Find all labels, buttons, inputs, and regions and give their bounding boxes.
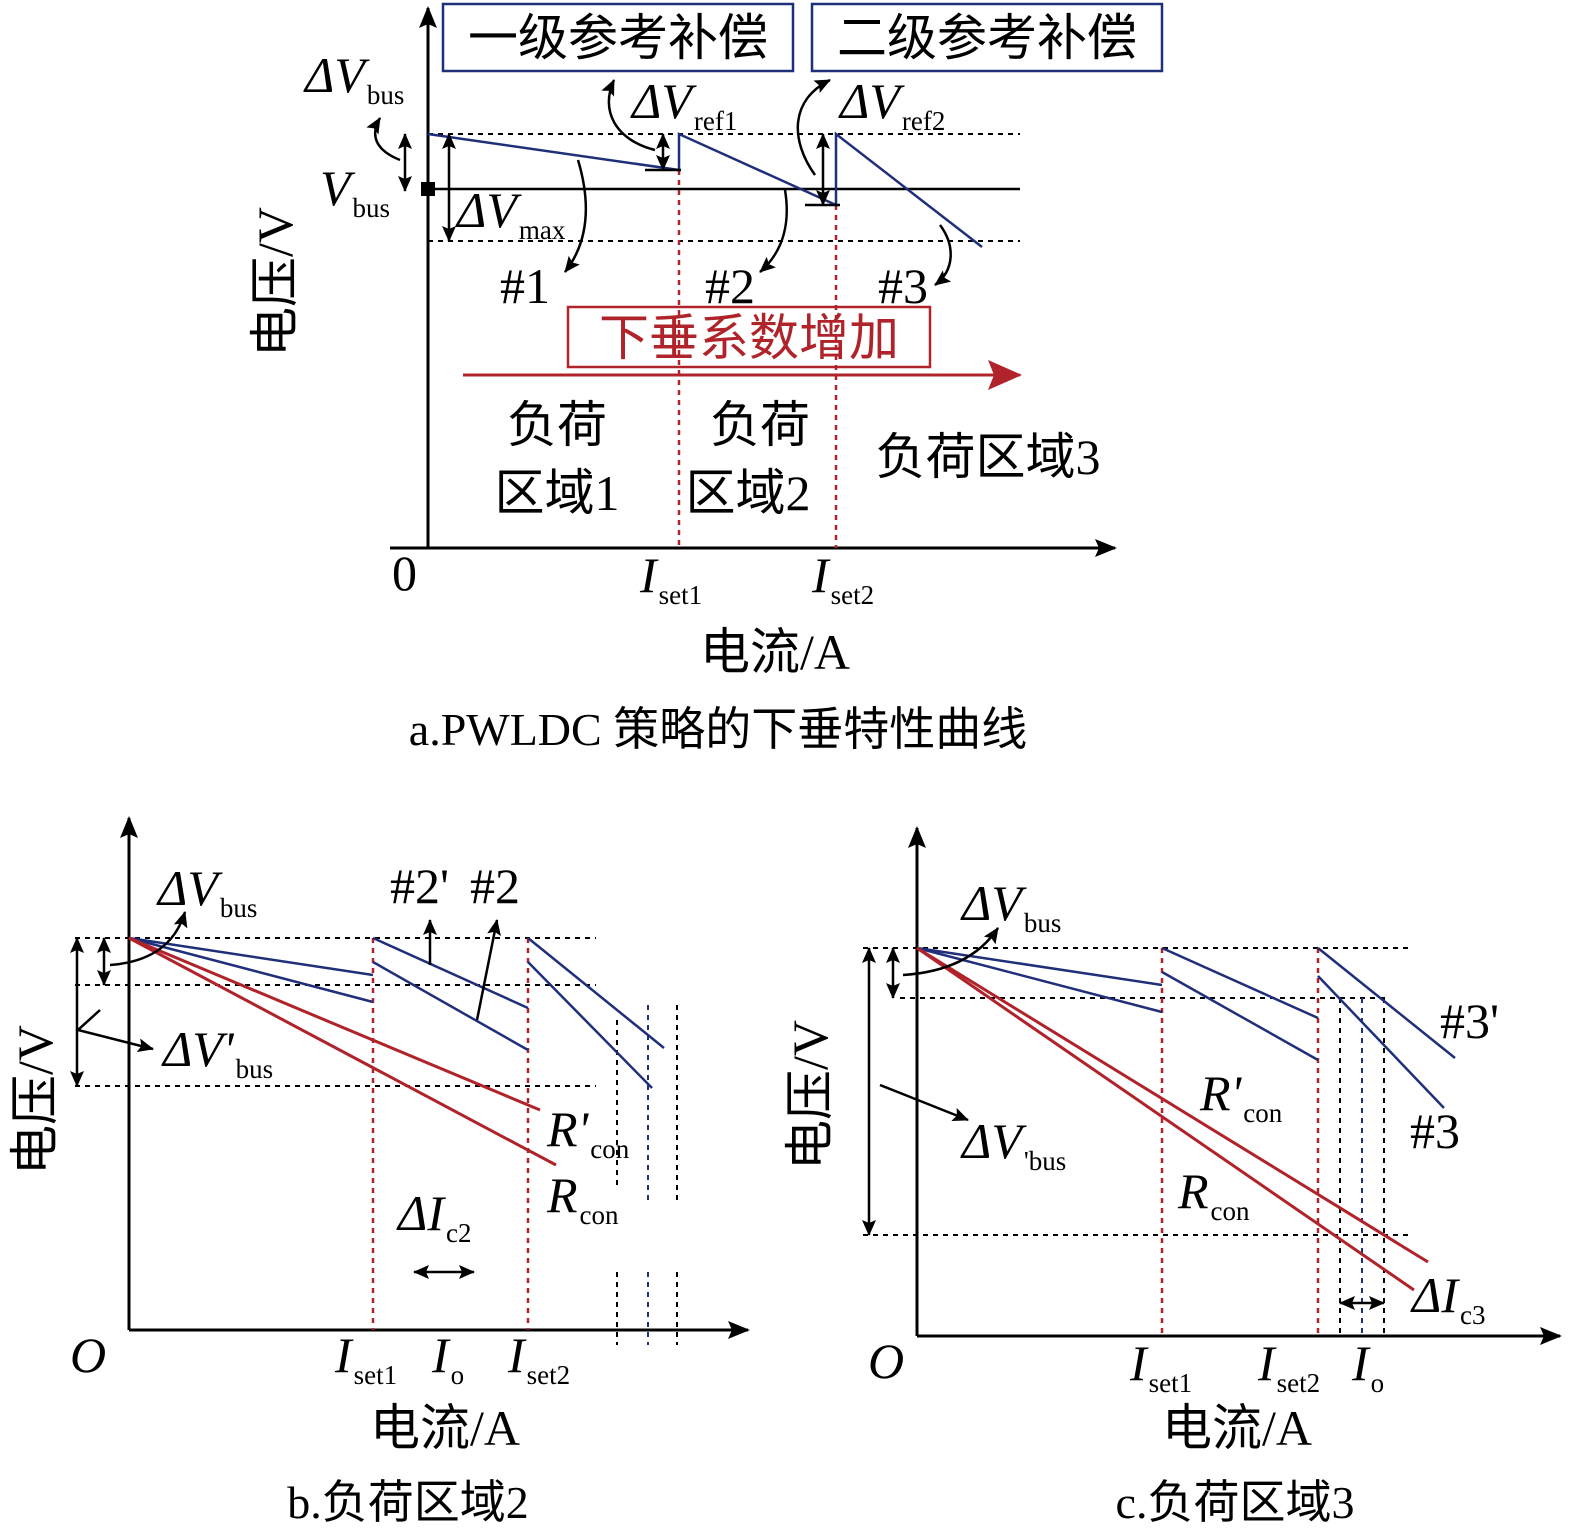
a-dvbus-pointer xyxy=(366,117,401,162)
b-red-rconp xyxy=(128,936,541,1112)
b-blue-seg3a xyxy=(527,937,665,1049)
b-y-label: 电压/V xyxy=(7,1025,63,1175)
c-c3p-label: #3' xyxy=(1440,993,1499,1049)
a-dvref2-pointer xyxy=(796,78,831,176)
b-dvbusp-pointer xyxy=(75,1009,154,1053)
b-dvbus-label: ΔVbus xyxy=(156,860,257,923)
b-blue-seg1a xyxy=(128,936,374,977)
b-dic-label: ΔIc2 xyxy=(396,1185,471,1248)
a-region1-l1: 负荷 xyxy=(507,397,607,453)
a-iset2-label: Iset2 xyxy=(811,547,874,610)
a-vbus-label: Vbus xyxy=(320,160,390,223)
c-red-rconp xyxy=(916,946,1429,1264)
panel-c: ΔVbus ΔV'bus #3' #3 R'con Rcon ΔIc3 O Is… xyxy=(782,826,1562,1528)
a-curve2-label: #2 xyxy=(705,258,755,314)
a-droop-curve xyxy=(427,131,983,248)
c-blue-seg1a xyxy=(916,946,1163,987)
c-iset2-label: Iset2 xyxy=(1257,1335,1320,1398)
c-origin: O xyxy=(868,1333,904,1389)
b-c2-pointer xyxy=(475,919,501,1021)
a-redbox-text: 下垂系数增加 xyxy=(599,310,899,366)
c-y-label: 电压/V xyxy=(782,1020,838,1170)
a-dvmax-label: ΔVmax xyxy=(455,182,566,245)
c-rconp-label: R'con xyxy=(1199,1065,1283,1128)
a-dvbus-label: ΔVbus xyxy=(303,47,404,110)
c-dvbusp-label: ΔV'bus xyxy=(960,1113,1066,1176)
a-box1-text: 一级参考补偿 xyxy=(468,10,768,66)
b-c2p-label: #2' xyxy=(390,858,449,914)
a-origin: 0 xyxy=(392,545,417,601)
a-dvref1-label: ΔVref1 xyxy=(630,73,737,136)
c-iset1-label: Iset1 xyxy=(1129,1335,1192,1398)
a-region1-l2: 区域1 xyxy=(495,465,620,521)
c-x-label: 电流/A xyxy=(1162,1400,1312,1456)
c-dic-label: ΔIc3 xyxy=(1410,1267,1485,1330)
a-region2-l1: 负荷 xyxy=(710,397,810,453)
b-rconp-label: R'con xyxy=(546,1101,630,1164)
b-red-rcon xyxy=(128,936,557,1167)
a-region3-label: 负荷区域3 xyxy=(876,429,1101,485)
a-box1-frame xyxy=(441,2,795,73)
c-blue-seg2a xyxy=(1161,946,1319,1020)
c-c3-label: #3 xyxy=(1410,1103,1460,1159)
a-x-label: 电流/A xyxy=(700,624,850,680)
panel-b: ΔVbus ΔV'bus #2' #2 R'con Rcon ΔIc2 O Is… xyxy=(7,816,750,1528)
a-iset1-label: Iset1 xyxy=(639,547,702,610)
a-curve1-pointer xyxy=(564,159,588,273)
c-rcon-label: Rcon xyxy=(1177,1163,1250,1226)
c-dvbus-pointer xyxy=(902,927,1000,977)
b-blue-seg3b xyxy=(527,961,653,1089)
b-io-label: Io xyxy=(431,1327,464,1390)
a-box2-text: 二级参考补偿 xyxy=(837,10,1137,66)
b-c2-label: #2 xyxy=(470,858,520,914)
b-origin: O xyxy=(70,1327,106,1383)
c-io-label: Io xyxy=(1351,1335,1384,1398)
panel-a: 一级参考补偿 二级参考补偿 下垂系数增加 ΔVbus Vbus ΔVref1 Δ… xyxy=(247,2,1164,755)
b-iset2-label: Iset2 xyxy=(507,1327,570,1390)
a-curve3-label: #3 xyxy=(878,258,928,314)
a-region2-l2: 区域2 xyxy=(686,465,811,521)
b-blue-seg2a xyxy=(372,936,529,1010)
c-blue-seg3a xyxy=(1317,947,1456,1059)
a-dvref1-pointer xyxy=(601,79,656,152)
a-box2-frame xyxy=(810,2,1164,73)
a-redbox-frame xyxy=(566,305,932,369)
c-caption: c.负荷区域3 xyxy=(1116,1477,1355,1528)
c-dvbusp-pointer xyxy=(879,1083,969,1122)
c-blue-seg3b xyxy=(1317,975,1445,1109)
a-curve3-pointer xyxy=(934,224,952,286)
b-rcon-label: Rcon xyxy=(546,1167,619,1230)
b-dvbus-pointer xyxy=(109,911,188,967)
c-dvbus-label: ΔVbus xyxy=(960,875,1061,938)
a-dvref2-label: ΔVref2 xyxy=(838,73,945,136)
c-red-rcon xyxy=(916,946,1415,1292)
a-curve2-pointer xyxy=(759,189,788,273)
b-x-label: 电流/A xyxy=(370,1400,520,1456)
b-blue-seg2b xyxy=(372,960,529,1052)
b-dvbusp-label: ΔV'bus xyxy=(161,1021,273,1084)
b-blue-seg1b xyxy=(128,936,374,1004)
b-caption: b.负荷区域2 xyxy=(287,1477,529,1528)
a-caption: a.PWLDC 策略的下垂特性曲线 xyxy=(409,704,1027,755)
a-y-label: 电压/V xyxy=(247,207,303,357)
c-blue-seg1b xyxy=(916,946,1163,1014)
b-iset1-label: Iset1 xyxy=(334,1327,397,1390)
a-vbus-marker xyxy=(421,182,435,196)
a-curve1-label: #1 xyxy=(500,258,550,314)
c-blue-seg2b xyxy=(1161,970,1319,1062)
